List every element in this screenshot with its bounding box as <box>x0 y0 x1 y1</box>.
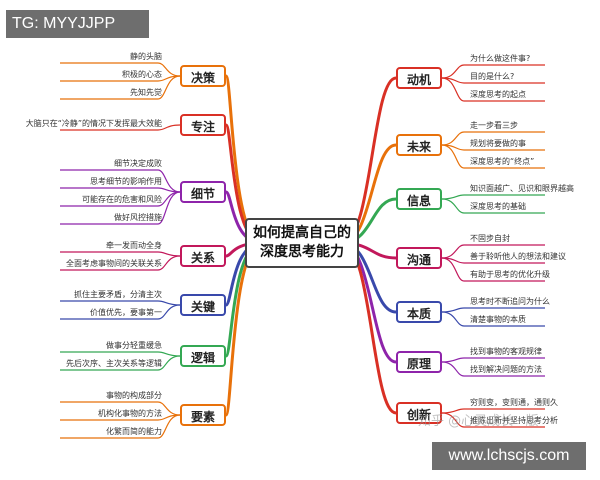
leaf-text: 规划将要做的事 <box>470 139 526 148</box>
leaf-text: 事物的构成部分 <box>106 391 162 400</box>
leaf-connector <box>441 77 545 102</box>
leaf-text: 化繁而简的能力 <box>106 427 162 436</box>
leaf-connector <box>60 62 181 77</box>
leaf-text: 为什么做这件事? <box>470 54 531 63</box>
branch-node: 沟通 <box>396 247 442 269</box>
leaf-text: 推陈出新并坚持思考分析 <box>470 416 558 425</box>
leaf-text: 价值优先，要事第一 <box>90 308 162 317</box>
leaf-connector <box>441 307 545 313</box>
leaf-connector <box>441 244 545 259</box>
leaf-connector <box>60 187 181 193</box>
leaf-connector <box>441 257 545 282</box>
leaf-text: 可能存在的危害和风险 <box>82 195 162 204</box>
branch-node: 逻辑 <box>180 345 226 367</box>
leaf-connector <box>60 255 181 271</box>
leaf-text: 清楚事物的本质 <box>470 315 526 324</box>
leaf-connector <box>60 169 181 193</box>
leaf-connector <box>441 194 545 200</box>
leaf-connector <box>441 131 545 146</box>
leaf-connector <box>60 300 181 306</box>
leaf-connector <box>441 412 545 428</box>
leaf-text: 静的头脑 <box>130 52 162 61</box>
corner-tag: TG: MYYJJPP <box>6 10 149 38</box>
leaf-text: 找到解决问题的方法 <box>470 365 542 374</box>
watermark: 知乎 @心灵成长 · 版 <box>418 414 539 429</box>
leaf-text: 深度思考的“终点” <box>470 157 535 166</box>
leaf-text: 走一步看三步 <box>470 121 518 130</box>
leaf-text: 全面考虑事物间的关联关系 <box>66 259 162 268</box>
leaf-text: 抓住主要矛盾，分清主次 <box>74 290 162 299</box>
leaf-text: 做事分轻重缓急 <box>106 341 162 350</box>
central-topic: 如何提高自己的 深度思考能力 <box>245 218 359 268</box>
leaf-text: 有助于思考的优化升级 <box>470 270 550 279</box>
leaf-connector <box>60 251 181 257</box>
branch-node: 信息 <box>396 188 442 210</box>
branch-node: 关键 <box>180 294 226 316</box>
leaf-text: 做好风控措施 <box>114 213 162 222</box>
leaf-text: 细节决定成败 <box>114 159 162 168</box>
leaf-text: 机构化事物的方法 <box>98 409 162 418</box>
branch-node: 原理 <box>396 351 442 373</box>
leaf-connector <box>441 198 545 214</box>
leaf-connector <box>441 311 545 327</box>
leaf-text: 不固步自封 <box>470 234 510 243</box>
central-topic-line-2: 深度思考能力 <box>260 244 344 260</box>
leaf-text: 目的是什么? <box>470 72 515 81</box>
leaf-text: 积极的心态 <box>122 70 162 79</box>
leaf-text: 深度思考的基础 <box>470 202 526 211</box>
leaf-connector <box>60 401 181 416</box>
branch-node: 创新 <box>396 402 442 424</box>
leaf-text: 先知先觉 <box>130 88 162 97</box>
leaf-connector <box>60 75 181 82</box>
branch-node: 细节 <box>180 181 226 203</box>
leaf-connector <box>60 124 181 131</box>
leaf-text: 思考细节的影响作用 <box>90 177 162 186</box>
leaf-text: 大脑只在“冷静”的情况下发挥最大效能 <box>25 119 162 128</box>
branch-node: 本质 <box>396 301 442 323</box>
leaf-connector <box>60 191 181 225</box>
leaf-text: 善于聆听他人的想法和建议 <box>470 252 566 261</box>
leaf-text: 先后次序、主次关系等逻辑 <box>66 359 162 368</box>
branch-node: 专注 <box>180 114 226 136</box>
leaf-text: 找到事物的客观规律 <box>470 347 542 356</box>
leaf-connector <box>441 357 545 363</box>
branch-node: 要素 <box>180 404 226 426</box>
branch-node: 未来 <box>396 134 442 156</box>
leaf-connector <box>60 351 181 357</box>
branch-node: 动机 <box>396 67 442 89</box>
leaf-text: 深度思考的起点 <box>470 90 526 99</box>
central-topic-line-1: 如何提高自己的 <box>253 225 351 241</box>
leaf-connector <box>441 361 545 377</box>
leaf-connector <box>60 355 181 371</box>
branch-node: 关系 <box>180 245 226 267</box>
leaf-text: 穷则变，变则通，通则久 <box>470 398 558 407</box>
leaf-connector <box>60 414 181 439</box>
leaf-connector <box>441 64 545 79</box>
leaf-text: 牵一发而动全身 <box>106 241 162 250</box>
leaf-text: 思考时不断追问为什么 <box>470 297 550 306</box>
leaf-connector <box>60 75 181 100</box>
leaf-connector <box>441 144 545 169</box>
leaf-connector <box>60 304 181 320</box>
leaf-text: 知识面越广、见识和眼界越高 <box>470 184 574 193</box>
branch-node: 决策 <box>180 65 226 87</box>
site-banner: www.lchscjs.com <box>432 442 586 470</box>
